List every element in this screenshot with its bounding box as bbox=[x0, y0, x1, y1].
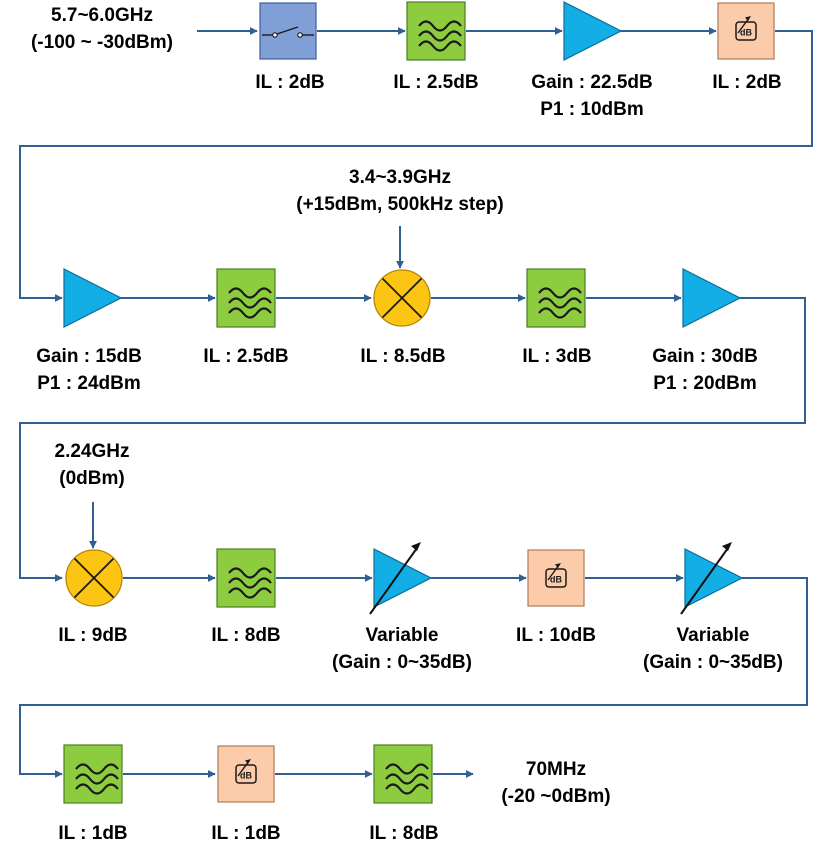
attenuator-icon: dB bbox=[717, 2, 775, 60]
switch-contact bbox=[297, 32, 303, 38]
input-freq: 5.7~6.0GHz bbox=[51, 5, 153, 26]
attenuator-arrow bbox=[547, 564, 560, 581]
attenuator-icon: dB bbox=[527, 549, 585, 607]
signal-path bbox=[19, 27, 813, 778]
r3-vga2-label: Variable (Gain : 0~35dB) bbox=[643, 625, 783, 673]
r2-filter1-label: IL : 2.5dB bbox=[203, 346, 289, 367]
r1-amp-label: Gain : 22.5dB P1 : 10dBm bbox=[531, 72, 653, 120]
filter-icon bbox=[406, 1, 466, 61]
attenuator-icon: dB bbox=[217, 745, 275, 803]
attenuator-text: dB bbox=[740, 28, 752, 38]
attenuator-arrow-head bbox=[555, 563, 561, 568]
switch-icon bbox=[259, 2, 317, 60]
attenuator-text: dB bbox=[550, 575, 562, 585]
r3-vga1-label: Variable (Gain : 0~35dB) bbox=[332, 625, 472, 673]
filter-icon bbox=[63, 744, 123, 804]
mixer-icon bbox=[65, 549, 123, 607]
lo1-freq: 3.4~3.9GHz bbox=[349, 167, 451, 188]
filter-wave bbox=[228, 307, 272, 319]
filter-wave bbox=[538, 307, 582, 319]
vga-icon bbox=[369, 542, 433, 615]
r1-atten-label: IL : 2dB bbox=[712, 72, 782, 93]
vga-icon bbox=[680, 542, 744, 615]
vga-arrow-head bbox=[411, 542, 421, 551]
filter-wave bbox=[538, 297, 582, 309]
vga-body bbox=[373, 548, 433, 608]
r2-amp1-label: Gain : 15dB P1 : 24dBm bbox=[36, 346, 142, 394]
filter-icon bbox=[373, 744, 433, 804]
attenuator-arrow bbox=[737, 17, 750, 34]
mixer-cross bbox=[73, 557, 115, 599]
attenuator-body bbox=[217, 745, 275, 803]
filter-wave bbox=[418, 30, 462, 42]
wire-row3-row4 bbox=[19, 577, 808, 778]
amplifier-body bbox=[63, 268, 123, 328]
wire-row2-row3 bbox=[19, 297, 806, 582]
vga-arrow bbox=[369, 547, 418, 615]
r1-filter-label: IL : 2.5dB bbox=[393, 72, 479, 93]
filter-icon bbox=[526, 268, 586, 328]
input-level: (-100 ~ -30dBm) bbox=[30, 32, 174, 53]
vga-arrow-head bbox=[722, 542, 732, 551]
filter-icon bbox=[216, 268, 276, 328]
mixer-icon bbox=[373, 269, 431, 327]
attenuator-body bbox=[717, 2, 775, 60]
amplifier-icon bbox=[682, 268, 742, 328]
lo1-label: 3.4~3.9GHz (+15dBm, 500kHz step) bbox=[296, 164, 504, 218]
r2-amp2-label: Gain : 30dB P1 : 20dBm bbox=[652, 346, 758, 394]
filter-wave bbox=[418, 40, 462, 52]
filter-wave bbox=[228, 567, 272, 579]
switch-blade bbox=[276, 26, 299, 35]
attenuator-arrow-head bbox=[745, 16, 751, 21]
filter-icon bbox=[216, 548, 276, 608]
r4-filter1-label: IL : 1dB bbox=[58, 823, 128, 844]
filter-wave bbox=[385, 773, 429, 785]
amplifier-body bbox=[682, 268, 742, 328]
attenuator-body bbox=[527, 549, 585, 607]
output-freq: 70MHz bbox=[525, 759, 587, 780]
lo2-label: 2.24GHz (0dBm) bbox=[55, 438, 130, 492]
amplifier-body bbox=[563, 1, 623, 61]
filter-wave bbox=[418, 20, 462, 32]
r1-switch-label: IL : 2dB bbox=[255, 72, 325, 93]
filter-wave bbox=[75, 783, 119, 795]
attenuator-arrow bbox=[237, 760, 250, 777]
r3-atten-label: IL : 10dB bbox=[516, 625, 596, 646]
filter-wave bbox=[385, 763, 429, 775]
filter-wave bbox=[228, 287, 272, 299]
vga-arrow bbox=[680, 547, 729, 615]
r4-atten-label: IL : 1dB bbox=[211, 823, 281, 844]
r2-mixer-label: IL : 8.5dB bbox=[360, 346, 446, 367]
r4-filter2-label: IL : 8dB bbox=[369, 823, 439, 844]
output-level: (-20 ~0dBm) bbox=[501, 786, 611, 807]
amplifier-icon bbox=[563, 1, 623, 61]
components: dB dB dB bbox=[63, 1, 775, 804]
filter-wave bbox=[75, 763, 119, 775]
vga-body bbox=[684, 548, 744, 608]
switch-contact bbox=[272, 32, 278, 38]
r2-filter2-label: IL : 3dB bbox=[522, 346, 592, 367]
amplifier-icon bbox=[63, 268, 123, 328]
r3-mixer-label: IL : 9dB bbox=[58, 625, 128, 646]
mixer-cross bbox=[381, 277, 423, 319]
wire-row1-row2 bbox=[19, 30, 813, 302]
filter-wave bbox=[228, 577, 272, 589]
filter-wave bbox=[228, 297, 272, 309]
lo1-detail: (+15dBm, 500kHz step) bbox=[296, 194, 504, 215]
filter-wave bbox=[538, 287, 582, 299]
filter-wave bbox=[228, 587, 272, 599]
output-label: 70MHz (-20 ~0dBm) bbox=[501, 756, 610, 810]
attenuator-text: dB bbox=[240, 771, 252, 781]
lo2-detail: (0dBm) bbox=[59, 468, 125, 489]
input-label: 5.7~6.0GHz (-100 ~ -30dBm) bbox=[31, 2, 173, 56]
attenuator-arrow-head bbox=[245, 759, 251, 764]
filter-wave bbox=[75, 773, 119, 785]
r3-filter-label: IL : 8dB bbox=[211, 625, 281, 646]
lo2-freq: 2.24GHz bbox=[54, 441, 130, 462]
filter-wave bbox=[385, 783, 429, 795]
